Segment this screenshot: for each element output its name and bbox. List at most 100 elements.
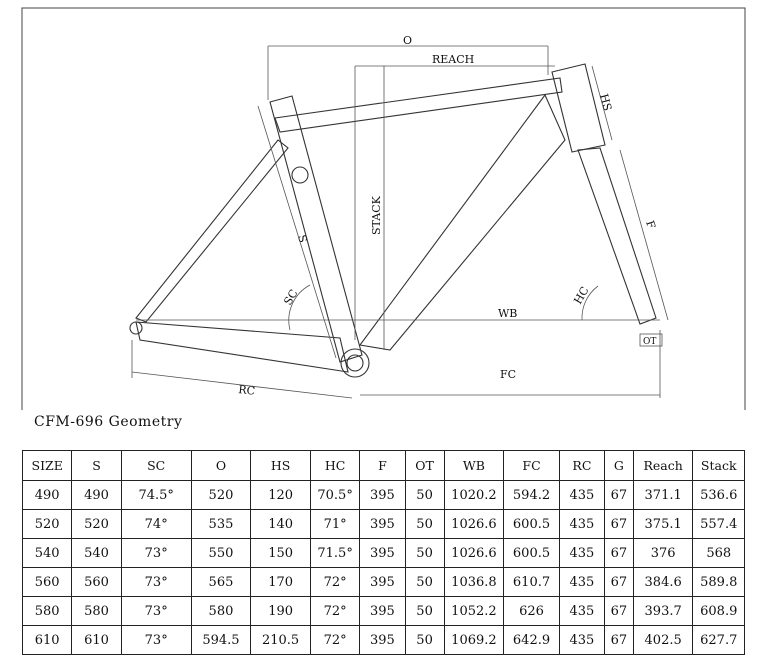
table-cell: 594.2 (503, 480, 560, 510)
table-cell: 490 (21, 480, 73, 510)
header-ot: OT (404, 450, 445, 481)
table-cell: 589.8 (692, 567, 745, 597)
table-cell: 560 (21, 567, 73, 597)
table-cell: 540 (71, 538, 122, 568)
table-cell: 67 (604, 596, 634, 626)
table-cell: 50 (404, 538, 445, 568)
seat-tube (269, 95, 363, 363)
table-cell: 535 (190, 509, 252, 539)
head-tube (551, 63, 606, 153)
table-cell: 375.1 (632, 509, 694, 539)
top-tube (274, 77, 563, 133)
label-s: S (295, 233, 310, 244)
table-cell: 520 (190, 480, 252, 510)
table-cell: 626 (503, 596, 560, 626)
table-cell: 376 (632, 538, 694, 568)
table-cell: 72° (309, 625, 361, 655)
table-cell: 50 (404, 625, 445, 655)
header-s: S (71, 450, 122, 481)
table-cell: 1036.8 (443, 567, 505, 597)
label-hs: HS (597, 92, 614, 112)
table-cell: 67 (604, 567, 634, 597)
table-cell: 580 (71, 596, 122, 626)
frame-geometry-diagram: O REACH HS STACK S F SC HC WB OT FC RC (21, 7, 746, 410)
header-size: SIZE (21, 450, 73, 481)
label-sc: SC (281, 287, 300, 307)
table-cell: 395 (359, 596, 406, 626)
table-cell: 73° (120, 538, 192, 568)
table-cell: 72° (309, 596, 361, 626)
label-fc: FC (500, 368, 516, 381)
table-cell: 627.7 (692, 625, 745, 655)
table-cell: 67 (604, 480, 634, 510)
bottom-bracket-inner (346, 354, 364, 372)
label-f: F (643, 219, 658, 231)
table-cell: 74.5° (120, 480, 192, 510)
table-cell: 610 (21, 625, 73, 655)
table-cell: 73° (120, 567, 192, 597)
seat-tube-boss (291, 166, 309, 184)
table-cell: 550 (190, 538, 252, 568)
label-o: O (403, 34, 412, 47)
table-cell: 190 (250, 596, 311, 626)
table-cell: 74° (120, 509, 192, 539)
f-dimension-line (619, 149, 669, 321)
table-cell: 170 (250, 567, 311, 597)
table-cell: 435 (558, 567, 606, 597)
table-cell: 1069.2 (443, 625, 505, 655)
table-header-row: SIZE S SC O HS HC F OT WB FC RC G Reach … (21, 450, 745, 481)
table-cell: 71.5° (309, 538, 361, 568)
bottom-bracket (340, 348, 370, 378)
table-cell: 1052.2 (443, 596, 505, 626)
header-stack: Stack (692, 450, 745, 481)
s-dimension-line (257, 105, 337, 359)
header-rc: RC (558, 450, 606, 481)
diagram-border (21, 7, 746, 410)
table-cell: 140 (250, 509, 311, 539)
table-cell: 557.4 (692, 509, 745, 539)
table-cell: 435 (558, 509, 606, 539)
header-g: G (604, 450, 634, 481)
table-cell: 371.1 (632, 480, 694, 510)
table-cell: 395 (359, 509, 406, 539)
table-cell: 70.5° (309, 480, 361, 510)
table-cell: 395 (359, 480, 406, 510)
label-rc: RC (238, 383, 256, 398)
header-reach: Reach (632, 450, 694, 481)
table-cell: 520 (71, 509, 122, 539)
table-cell: 536.6 (692, 480, 745, 510)
table-cell: 600.5 (503, 538, 560, 568)
table-cell: 608.9 (692, 596, 745, 626)
table-cell: 67 (604, 625, 634, 655)
table-cell: 1026.6 (443, 509, 505, 539)
geometry-table: SIZE S SC O HS HC F OT WB FC RC G Reach … (21, 450, 745, 655)
header-o: O (190, 450, 252, 481)
table-cell: 71° (309, 509, 361, 539)
table-cell: 73° (120, 625, 192, 655)
table-cell: 50 (404, 567, 445, 597)
table-cell: 384.6 (632, 567, 694, 597)
table-cell: 580 (190, 596, 252, 626)
table-cell: 150 (250, 538, 311, 568)
table-cell: 395 (359, 567, 406, 597)
table-cell: 580 (21, 596, 73, 626)
header-sc: SC (120, 450, 192, 481)
table-cell: 490 (71, 480, 122, 510)
ot-box (639, 333, 663, 347)
table-cell: 642.9 (503, 625, 560, 655)
table-cell: 435 (558, 538, 606, 568)
rc-dimension-line (131, 371, 353, 399)
sc-arc (288, 284, 311, 331)
table-cell: 610.7 (503, 567, 560, 597)
fork (577, 147, 657, 325)
table-cell: 594.5 (190, 625, 252, 655)
table-cell: 435 (558, 625, 606, 655)
hc-arc (581, 285, 599, 321)
chain-stay (135, 321, 349, 373)
table-cell: 72° (309, 567, 361, 597)
table-cell: 67 (604, 538, 634, 568)
